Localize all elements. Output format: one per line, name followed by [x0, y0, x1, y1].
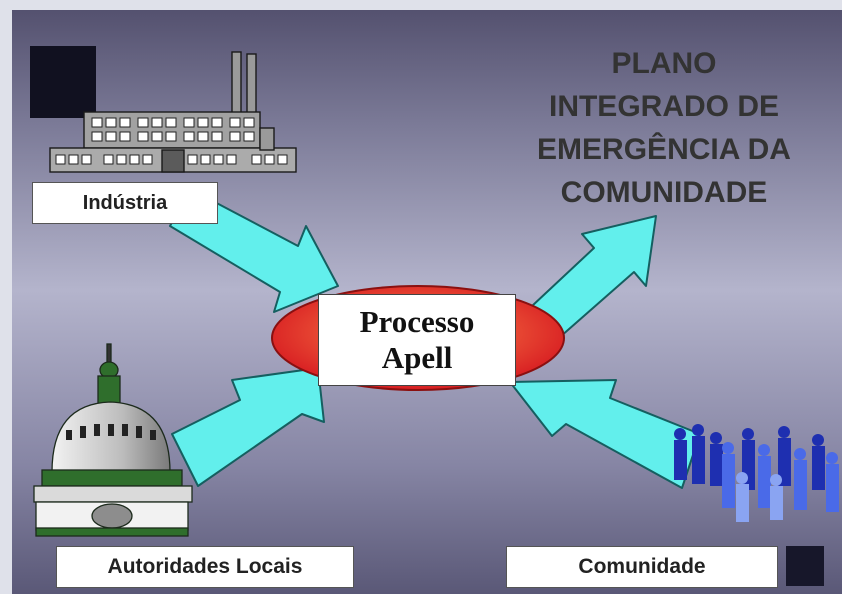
crowd-icon: [674, 424, 839, 522]
dark-square-bottomright: [786, 546, 824, 586]
processo-apell-box: Processo Apell: [318, 294, 516, 386]
diagram-artwork: [30, 46, 839, 586]
plano-title-line-1: PLANO: [611, 47, 717, 80]
plano-title-line-3: EMERGÊNCIA DA: [537, 133, 791, 166]
plano-title-line-4: COMUNIDADE: [560, 176, 768, 209]
arrow-plano: [531, 215, 657, 345]
capitol-dome-icon: [33, 343, 193, 537]
plano-title: PLANO INTEGRADO DE EMERGÊNCIA DA COMUNID…: [492, 42, 836, 214]
arrow-comunidade: [509, 379, 701, 489]
plano-title-line-2: INTEGRADO DE: [548, 90, 779, 123]
apell-label: Apell: [381, 340, 453, 375]
processo-label: Processo: [359, 304, 475, 339]
industria-label: Indústria: [32, 182, 218, 224]
arrow-autoridades: [171, 367, 325, 487]
comunidade-label: Comunidade: [506, 546, 778, 588]
factory-icon: [49, 51, 297, 173]
diagram-slide: PLANO INTEGRADO DE EMERGÊNCIA DA COMUNID…: [12, 10, 842, 594]
dark-square-topleft: [30, 46, 96, 118]
autoridades-locais-label: Autoridades Locais: [56, 546, 354, 588]
